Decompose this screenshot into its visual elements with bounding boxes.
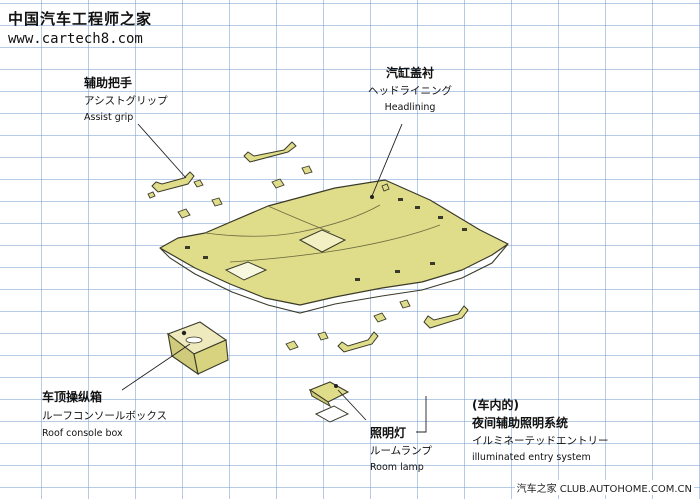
trim-clips [147,165,411,351]
leader-headlining [371,123,403,197]
label-roof-console-box: 车顶操纵箱 ルーフコンソールボックス Roof console box [42,390,168,440]
watermark-site-name: 中国汽车工程师之家 [8,10,153,28]
leader-assist-grip [137,123,187,179]
label-assist-grip: 辅助把手 アシストグリップ Assist grip [84,76,168,124]
assist-grip-front [151,171,195,193]
leader-roof-console [121,343,191,391]
roof-console-box [166,321,229,376]
watermark-bottom: 汽车之家 CLUB.AUTOHOME.COM.CN [514,480,694,495]
leader-entry-system [416,396,427,433]
watermark-url: www.cartech8.com [8,31,143,47]
label-illuminated-entry-system: (车内的) 夜间辅助照明系统 イルミネーテッドエントリー illuminated… [472,398,609,464]
watermark-top: 中国汽车工程师之家 www.cartech8.com [8,8,152,47]
label-headlining: 汽缸盖衬 ヘッドライニング Headlining [368,66,452,114]
leader-room-lamp [337,389,367,421]
room-lamp-lens [314,405,350,423]
room-lamp [308,381,350,408]
assist-grip-rear [243,141,297,163]
assist-grip-lower-2 [423,305,469,329]
assist-grip-lower-1 [337,331,379,353]
headlining-panel [159,179,509,314]
label-room-lamp: 照明灯 ルームランプ Room lamp [370,426,432,474]
leader-lines [121,123,427,433]
